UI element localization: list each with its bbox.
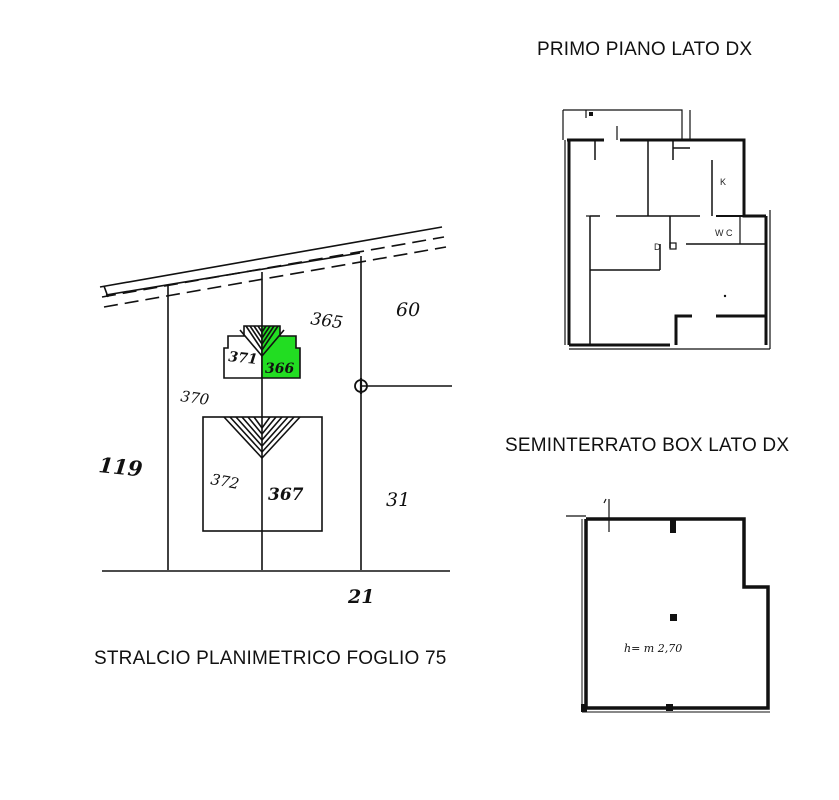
title-primo-piano: PRIMO PIANO LATO DX — [537, 39, 753, 60]
room-label-k: K — [720, 177, 726, 187]
floorplan-basement-box — [566, 498, 770, 713]
building-large — [202, 416, 323, 532]
parcel-370: 370 — [179, 387, 210, 409]
parcel-367: 367 — [268, 485, 304, 505]
parcel-60: 60 — [396, 299, 420, 321]
cadastral-map — [99, 226, 452, 572]
box-height-label: h= m 2,70 — [624, 642, 682, 655]
parcel-31: 31 — [386, 489, 410, 511]
parcel-366-highlight — [261, 325, 301, 379]
parcel-372: 372 — [209, 470, 240, 493]
parcel-366: 366 — [265, 361, 294, 377]
room-label-d: D — [654, 242, 661, 252]
parcel-365: 365 — [309, 309, 344, 333]
building-small — [223, 325, 301, 379]
title-stralcio: STRALCIO PLANIMETRICO FOGLIO 75 — [94, 648, 447, 669]
road-band — [99, 226, 447, 308]
floorplan-first-floor — [562, 109, 771, 350]
title-seminterrato: SEMINTERRATO BOX LATO DX — [505, 435, 790, 456]
parcel-371: 371 — [228, 349, 259, 368]
parcel-21: 21 — [347, 586, 374, 608]
room-label-wc: W C — [715, 228, 733, 238]
parcel-119: 119 — [97, 452, 144, 481]
